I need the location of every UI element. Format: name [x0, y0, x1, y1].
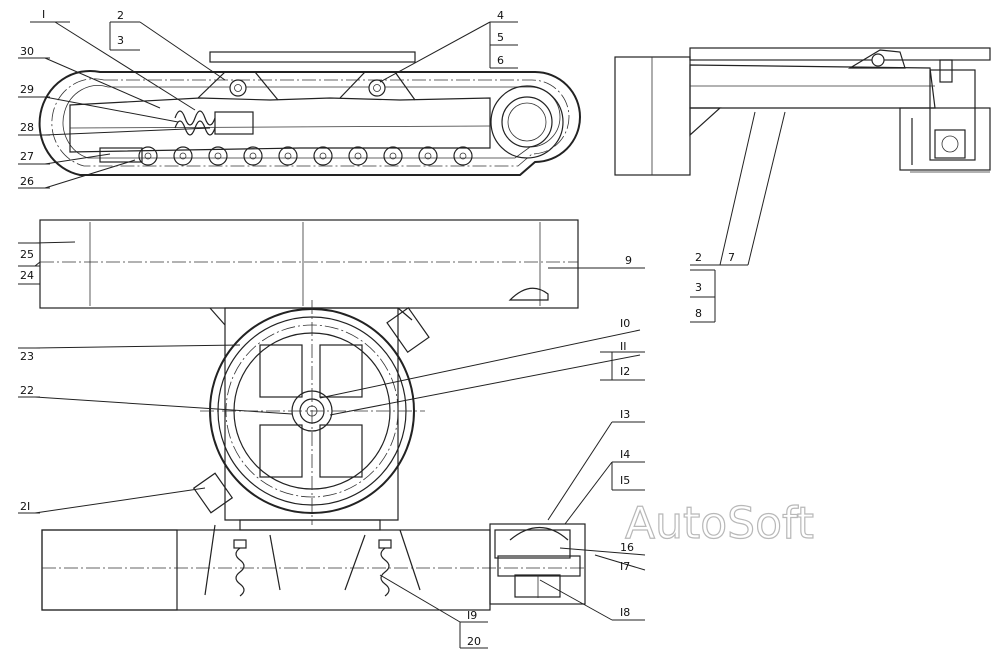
label-28: 28 — [20, 121, 34, 134]
tension-spring — [174, 110, 254, 136]
label-22: 22 — [20, 384, 34, 397]
label-2: 2 — [117, 9, 124, 22]
label-25: 25 — [20, 248, 34, 261]
label-5: 5 — [497, 31, 504, 44]
crawler-track-view — [38, 51, 581, 176]
label-r2: 2 — [695, 251, 702, 264]
label-23: 23 — [20, 350, 34, 363]
label-27: 27 — [20, 150, 34, 163]
track-rollers — [138, 146, 473, 166]
label-10: I0 — [620, 317, 630, 330]
label-17: I7 — [620, 560, 630, 573]
label-18: I8 — [620, 606, 630, 619]
label-26: 26 — [20, 175, 34, 188]
plan-view — [39, 219, 586, 611]
label-11: II — [620, 340, 627, 353]
watermark-text: AutoSoft — [625, 498, 814, 549]
label-15: I5 — [620, 474, 630, 487]
label-r7: 7 — [728, 251, 735, 264]
label-29: 29 — [20, 83, 34, 96]
label-20: 20 — [467, 635, 481, 648]
label-21: 2I — [20, 500, 30, 513]
label-30: 30 — [20, 45, 34, 58]
part-labels: I 2 3 4 5 6 30 29 28 27 26 2 7 3 8 25 24… — [20, 8, 735, 648]
label-16: 16 — [620, 541, 634, 554]
label-14: I4 — [620, 448, 630, 461]
label-1: I — [42, 8, 45, 21]
label-19: I9 — [467, 609, 477, 622]
label-r3: 3 — [695, 281, 702, 294]
label-4: 4 — [497, 9, 504, 22]
label-24: 24 — [20, 269, 34, 282]
leaders-plan — [18, 241, 646, 649]
side-section-view — [614, 47, 991, 176]
leaders-top-left — [18, 21, 518, 189]
label-9: 9 — [625, 254, 632, 267]
label-13: I3 — [620, 408, 630, 421]
label-r8: 8 — [695, 307, 702, 320]
label-3: 3 — [117, 34, 124, 47]
suspension-springs — [233, 539, 392, 597]
label-6: 6 — [497, 54, 504, 67]
label-12: I2 — [620, 365, 630, 378]
leaders-top-right — [690, 111, 786, 323]
